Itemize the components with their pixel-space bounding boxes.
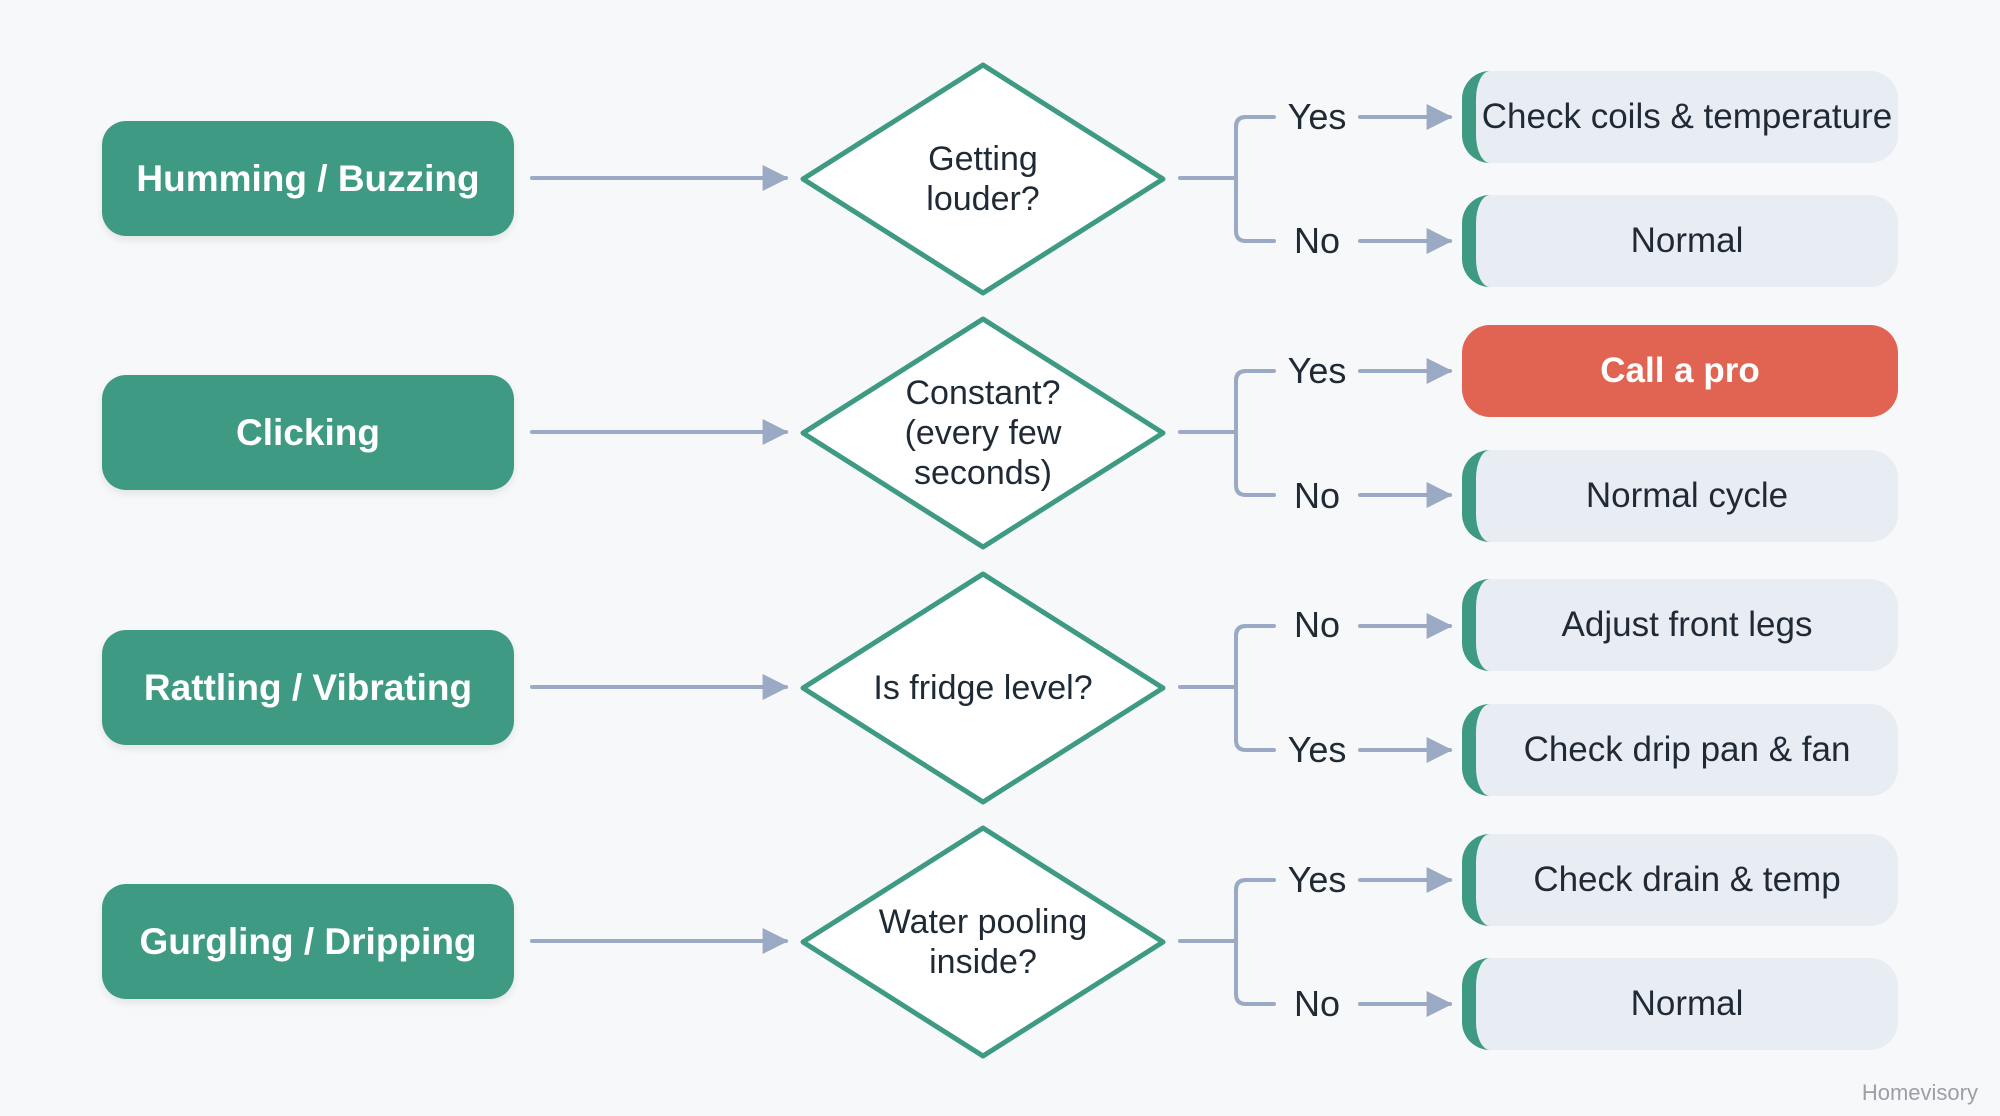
outcome-box: Check drip pan & fan — [1462, 704, 1898, 796]
diamond-shape — [800, 825, 1166, 1059]
decision-question: Is fridge level? — [873, 669, 1093, 707]
decision-question: Constant? (every few seconds) — [904, 374, 1062, 492]
branch-bracket — [1234, 369, 1276, 497]
branch-bracket-top — [1234, 115, 1276, 129]
decision-question: Getting louder? — [926, 140, 1040, 218]
outcome-box: Adjust front legs — [1462, 579, 1898, 671]
brand-watermark: Homevisory — [1861, 1080, 1978, 1105]
noise-box-humming: Humming / Buzzing — [102, 121, 514, 236]
outcome-box: Check drain & temp — [1462, 834, 1898, 926]
diamond-shape — [800, 571, 1166, 805]
branch-answer: Yes — [1287, 859, 1347, 900]
diamond-shape — [800, 62, 1166, 296]
outcome-box: Normal cycle — [1462, 450, 1898, 542]
decision-diamond: Constant? (every few seconds) — [800, 316, 1166, 550]
outcome-box: Normal — [1462, 958, 1898, 1050]
branch-bracket — [1234, 624, 1276, 752]
branch-answer: Yes — [1287, 729, 1347, 770]
branch-answer: No — [1293, 475, 1341, 516]
branch-answer: No — [1293, 604, 1341, 645]
branch-bracket-top — [1234, 624, 1276, 638]
decision-diamond: Is fridge level? — [800, 571, 1166, 805]
outcome-box: Check coils & temperature — [1462, 71, 1898, 163]
branch-answer: No — [1293, 220, 1341, 261]
branch-bracket-top — [1234, 878, 1276, 892]
branch-bracket — [1234, 115, 1276, 243]
branch-bracket — [1234, 878, 1276, 1006]
diamond-shape — [800, 316, 1166, 550]
decision-diamond: Getting louder? — [800, 62, 1166, 296]
noise-box-gurgling: Gurgling / Dripping — [102, 884, 514, 999]
branch-answer: Yes — [1287, 350, 1347, 391]
outcome-box: Normal — [1462, 195, 1898, 287]
branch-answer: No — [1293, 983, 1341, 1024]
noise-box-clicking: Clicking — [102, 375, 514, 490]
noise-box-rattling: Rattling / Vibrating — [102, 630, 514, 745]
outcome-box: Call a pro — [1462, 325, 1898, 417]
branch-answer: Yes — [1287, 96, 1347, 137]
decision-diamond: Water pooling inside? — [800, 825, 1166, 1059]
decision-question: Water pooling inside? — [878, 903, 1088, 981]
branch-bracket-top — [1234, 369, 1276, 383]
